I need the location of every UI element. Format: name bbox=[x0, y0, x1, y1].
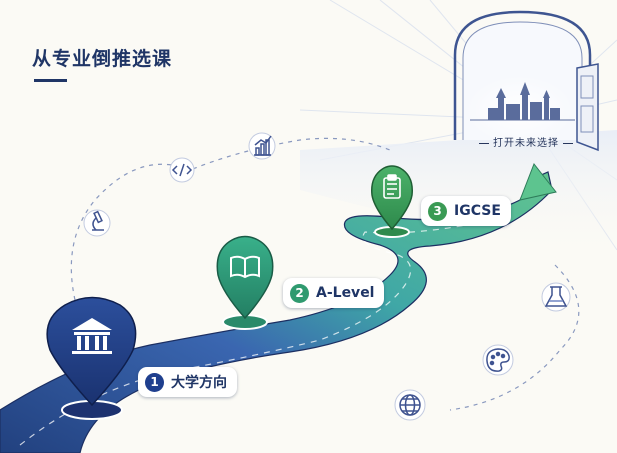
castle-silhouette bbox=[488, 82, 560, 120]
step-label-igcse: 3 IGCSE bbox=[421, 196, 511, 226]
door-caption-text: 打开未来选择 bbox=[493, 138, 559, 149]
page-title: 从专业倒推选课 bbox=[32, 48, 173, 70]
archway-door bbox=[453, 10, 599, 152]
globe-icon bbox=[394, 389, 426, 421]
dashed-orbit-left bbox=[70, 137, 391, 301]
caption-dash-right bbox=[563, 142, 573, 144]
step-label-university: 1 大学方向 bbox=[138, 367, 237, 397]
step-number-badge: 3 bbox=[428, 201, 447, 221]
road-arrow-head bbox=[519, 163, 557, 201]
clipboard-checklist-icon bbox=[383, 174, 401, 199]
step-label-text: A-Level bbox=[316, 285, 375, 301]
pin-university bbox=[46, 296, 137, 420]
floor-shading bbox=[300, 130, 617, 260]
code-brackets-icon bbox=[169, 157, 195, 183]
step-number-badge: 1 bbox=[145, 372, 164, 392]
caption-dash-left bbox=[479, 142, 489, 144]
pin-igcse bbox=[371, 165, 413, 238]
step-label-text: 大学方向 bbox=[171, 375, 227, 391]
step-number-badge: 2 bbox=[290, 283, 309, 303]
door-caption: 打开未来选择 bbox=[466, 134, 586, 149]
open-book-icon bbox=[230, 255, 260, 279]
bar-chart-icon bbox=[248, 132, 276, 160]
university-building-icon bbox=[72, 318, 112, 354]
flask-icon bbox=[541, 282, 571, 312]
pin-alevel bbox=[216, 235, 274, 330]
microscope-icon bbox=[83, 209, 111, 237]
title-underline bbox=[34, 79, 67, 82]
step-label-text: IGCSE bbox=[454, 203, 501, 219]
step-label-alevel: 2 A-Level bbox=[283, 278, 385, 308]
palette-icon bbox=[482, 344, 514, 376]
